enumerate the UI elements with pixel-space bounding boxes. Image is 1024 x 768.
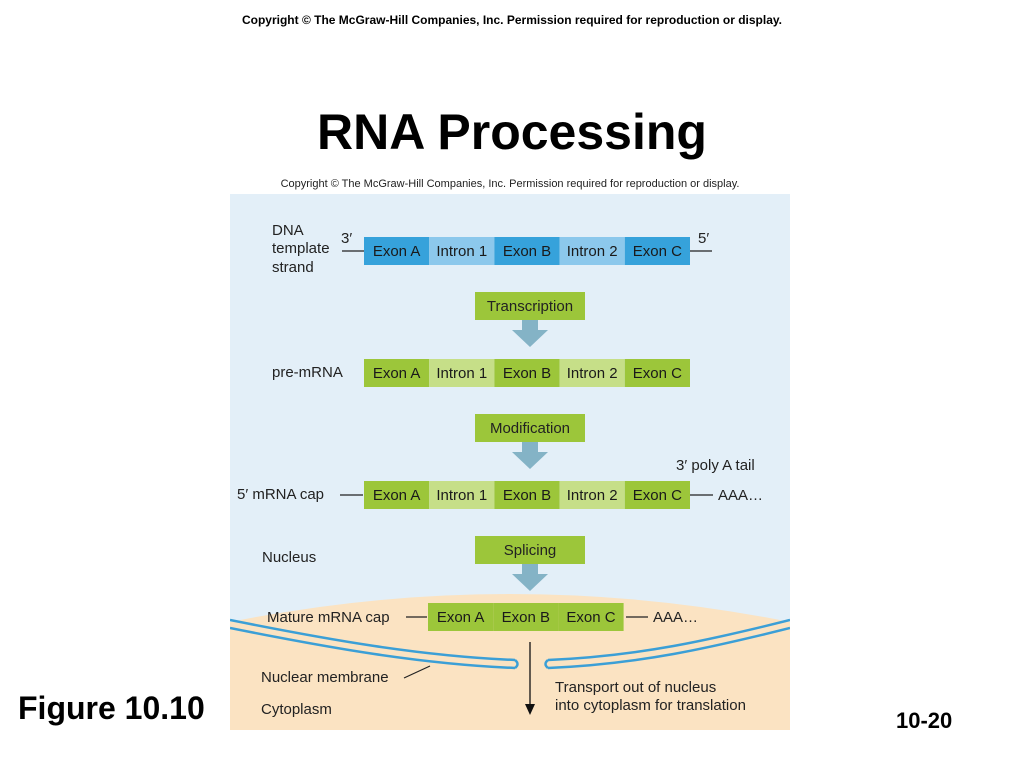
membrane-right-inner xyxy=(547,626,790,670)
segment-label: Intron 1 xyxy=(436,243,487,260)
cytoplasm-label: Cytoplasm xyxy=(261,701,332,718)
pore-cap-left xyxy=(514,659,519,669)
cytoplasm-region xyxy=(230,594,790,730)
membrane-pointer-line xyxy=(403,665,431,679)
transcription-arrow xyxy=(512,320,548,347)
segment-label: Intron 2 xyxy=(567,365,618,382)
nucleus-label: Nucleus xyxy=(262,549,316,566)
segment-label: Exon B xyxy=(502,609,550,626)
segment-label: Exon A xyxy=(373,487,421,504)
dna-three-prime: 3′ xyxy=(341,230,352,247)
segment-block xyxy=(429,359,495,387)
figure-copyright-notice: Copyright © The McGraw-Hill Companies, I… xyxy=(280,178,740,190)
segment-block xyxy=(624,359,690,387)
segment-block xyxy=(494,359,560,387)
mature-mrna-label: Mature mRNA cap xyxy=(267,609,390,626)
nuclear-membrane-label: Nuclear membrane xyxy=(261,669,389,686)
segment-label: Intron 1 xyxy=(436,487,487,504)
segment-exon-a: Exon A xyxy=(364,481,430,509)
dna-label-line2: template xyxy=(272,240,330,257)
segment-block xyxy=(558,603,624,631)
pre-mrna-label: pre-mRNA xyxy=(272,364,343,381)
segment-label: Exon B xyxy=(503,487,551,504)
segment-block xyxy=(364,237,430,265)
segment-label: Intron 2 xyxy=(567,243,618,260)
segment-exon-b: Exon B xyxy=(494,359,560,387)
membrane-left-inner xyxy=(230,626,516,670)
segment-exon-a: Exon A xyxy=(428,603,494,631)
nuclear-membrane xyxy=(230,618,790,670)
segment-block xyxy=(428,603,494,631)
segment-block xyxy=(559,237,625,265)
segment-label: Exon C xyxy=(633,243,682,260)
transcription-label: Transcription xyxy=(487,298,573,315)
dna-segment-row: Exon A Intron 1 Exon B Intron 2 Exon C xyxy=(364,237,690,265)
mature-mrna-segment-row: Exon A Exon B Exon C xyxy=(428,603,624,631)
segment-block xyxy=(624,237,690,265)
segment-exon-c: Exon C xyxy=(624,237,690,265)
mature-poly-a-sequence: AAA… xyxy=(653,609,698,626)
segment-exon-a: Exon A xyxy=(364,237,430,265)
segment-block xyxy=(559,359,625,387)
modification-box xyxy=(475,414,585,442)
segment-label: Exon A xyxy=(373,365,421,382)
pore-cap-right xyxy=(544,659,549,669)
splicing-arrow xyxy=(512,564,548,591)
membrane-left-outer xyxy=(230,618,516,662)
segment-block xyxy=(559,481,625,509)
segment-block xyxy=(364,359,430,387)
segment-block xyxy=(624,481,690,509)
segment-intron-2: Intron 2 xyxy=(559,481,625,509)
segment-block xyxy=(364,481,430,509)
slide-copyright-notice: Copyright © The McGraw-Hill Companies, I… xyxy=(241,13,783,27)
transcription-box xyxy=(475,292,585,320)
segment-exon-b: Exon B xyxy=(494,481,560,509)
figure-label: Figure 10.10 xyxy=(18,690,205,726)
segment-exon-b: Exon B xyxy=(493,603,559,631)
modified-mrna-segment-row: Exon A Intron 1 Exon B Intron 2 Exon C xyxy=(364,481,690,509)
poly-a-tail-label: 3′ poly A tail xyxy=(676,457,755,474)
dna-label-line3: strand xyxy=(272,259,314,276)
segment-label: Exon B xyxy=(503,243,551,260)
pre-mrna-segment-row: Exon A Intron 1 Exon B Intron 2 Exon C xyxy=(364,359,690,387)
poly-a-sequence: AAA… xyxy=(718,487,763,504)
segment-intron-2: Intron 2 xyxy=(559,359,625,387)
segment-exon-c: Exon C xyxy=(624,359,690,387)
segment-label: Exon C xyxy=(633,487,682,504)
dna-label-line1: DNA xyxy=(272,222,304,239)
segment-exon-c: Exon C xyxy=(558,603,624,631)
segment-block xyxy=(429,481,495,509)
dna-five-prime: 5′ xyxy=(698,230,709,247)
slide-number: 10-20 xyxy=(896,708,953,733)
modification-label: Modification xyxy=(490,420,570,437)
segment-intron-1: Intron 1 xyxy=(429,481,495,509)
splicing-label: Splicing xyxy=(504,542,557,559)
transport-label-line2: into cytoplasm for translation xyxy=(555,697,746,714)
mrna-cap-label: 5′ mRNA cap xyxy=(237,486,324,503)
segment-intron-1: Intron 1 xyxy=(429,237,495,265)
rna-processing-diagram: DNA template strand 3′ 5′ Exon A Intron 1… xyxy=(230,194,790,730)
membrane-right-outer xyxy=(547,618,790,662)
segment-intron-1: Intron 1 xyxy=(429,359,495,387)
segment-exon-c: Exon C xyxy=(624,481,690,509)
transport-label-line1: Transport out of nucleus xyxy=(555,679,716,696)
segment-block xyxy=(494,481,560,509)
segment-exon-b: Exon B xyxy=(494,237,560,265)
transport-arrow-head xyxy=(525,704,535,715)
segment-label: Exon C xyxy=(633,365,682,382)
segment-block xyxy=(494,237,560,265)
segment-block xyxy=(429,237,495,265)
modification-arrow xyxy=(512,442,548,469)
segment-label: Intron 1 xyxy=(436,365,487,382)
segment-intron-2: Intron 2 xyxy=(559,237,625,265)
segment-exon-a: Exon A xyxy=(364,359,430,387)
segment-label: Exon A xyxy=(437,609,485,626)
segment-block xyxy=(493,603,559,631)
segment-label: Exon A xyxy=(373,243,421,260)
segment-label: Exon B xyxy=(503,365,551,382)
segment-label: Exon C xyxy=(566,609,615,626)
splicing-box xyxy=(475,536,585,564)
slide-title: RNA Processing xyxy=(317,104,707,160)
segment-label: Intron 2 xyxy=(567,487,618,504)
